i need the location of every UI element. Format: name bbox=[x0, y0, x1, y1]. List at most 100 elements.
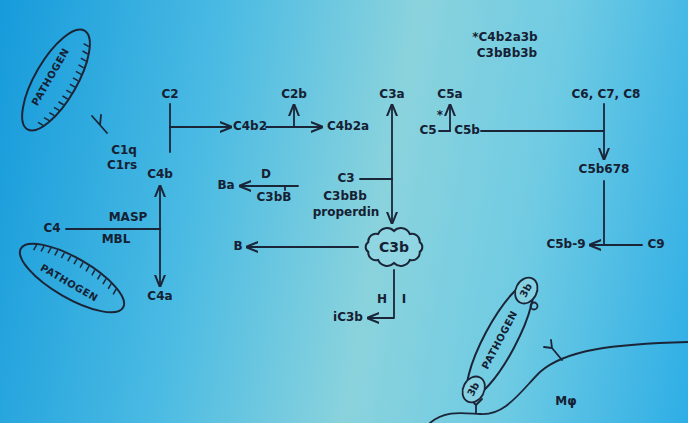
surface-antigen bbox=[81, 58, 86, 61]
surface-antigen bbox=[86, 266, 89, 271]
pathway-line bbox=[284, 186, 286, 190]
surface-antigen bbox=[84, 44, 89, 47]
component-label: C1rs bbox=[107, 159, 137, 173]
surface-antigen bbox=[74, 259, 77, 264]
complex-label: C3bB bbox=[257, 191, 292, 205]
shape-outline bbox=[7, 17, 106, 142]
pathway-arrow bbox=[603, 104, 605, 159]
convertase-note: *C4b2a3b bbox=[472, 31, 537, 45]
node-text-group: C3b bbox=[379, 239, 409, 255]
component-label: C1q bbox=[111, 144, 137, 158]
pathway-arrow bbox=[240, 185, 298, 187]
pathway-line bbox=[439, 130, 450, 132]
surface-antigen bbox=[63, 96, 68, 99]
node-text-group: PATHOGEN bbox=[38, 262, 100, 304]
factor-label: D bbox=[261, 168, 271, 182]
surface-antigen bbox=[97, 274, 100, 279]
component-label: C4b bbox=[147, 168, 173, 182]
blob-outline bbox=[511, 274, 542, 308]
surface-antigen bbox=[38, 122, 43, 125]
pathway-arrow bbox=[590, 244, 642, 246]
cloud-outline bbox=[366, 228, 423, 266]
component-label: C6, C7, C8 bbox=[572, 88, 641, 102]
complex-label: C5b-9 bbox=[546, 238, 585, 252]
surface-antigen bbox=[66, 90, 71, 93]
surface-antigen bbox=[41, 246, 44, 251]
component-label: C5b bbox=[454, 124, 480, 138]
pathway-line bbox=[66, 228, 160, 230]
c3b-cloud: C3b bbox=[362, 226, 426, 268]
component-label: C5a bbox=[437, 88, 462, 102]
surface-antigen bbox=[48, 248, 51, 253]
component-label: C2 bbox=[161, 88, 178, 102]
node-text: PATHOGEN bbox=[38, 262, 100, 304]
complex-label: C4b2a bbox=[327, 120, 369, 134]
pathway-line bbox=[360, 178, 392, 180]
note-mark: * bbox=[437, 109, 443, 123]
pathway-arrow bbox=[368, 270, 394, 318]
node-text-group: PATHOGEN bbox=[480, 309, 520, 371]
c3b-blob: 3b bbox=[456, 371, 491, 409]
surface-antigen bbox=[108, 284, 111, 289]
surface-antigen bbox=[73, 78, 78, 81]
pathway-arrow bbox=[170, 126, 231, 128]
surface-antigen bbox=[79, 65, 84, 68]
cell-outline bbox=[9, 20, 102, 140]
complex-label: C3bBb bbox=[323, 190, 366, 204]
cell-outline bbox=[11, 231, 133, 325]
factor-label: properdin bbox=[313, 206, 380, 220]
pathway-arrow bbox=[247, 246, 358, 248]
component-label: C3 bbox=[337, 172, 354, 186]
blob-outline bbox=[458, 373, 489, 407]
c3b-blob: 3b bbox=[509, 272, 544, 310]
surface-antigen bbox=[70, 84, 75, 87]
surface-antigen bbox=[103, 279, 106, 284]
surface-antigen bbox=[80, 262, 83, 267]
convertase-note: C3bBb3b bbox=[477, 47, 537, 61]
pathway-arrow bbox=[159, 186, 161, 229]
component-label: C2b bbox=[281, 88, 307, 102]
pathway-line bbox=[169, 104, 171, 152]
factor-label: B bbox=[233, 240, 242, 254]
pathway-arrow bbox=[391, 105, 393, 179]
surface-antigen bbox=[68, 256, 71, 261]
surface-antigen bbox=[49, 113, 54, 116]
factor-label: MBL bbox=[102, 233, 131, 247]
cell-label: Mφ bbox=[555, 395, 576, 409]
surface-antigen bbox=[92, 270, 95, 275]
complex-label: C4b2 bbox=[233, 120, 267, 134]
receptor-symbol bbox=[92, 115, 107, 133]
complex-label: C5b678 bbox=[579, 163, 630, 177]
surface-antigen bbox=[34, 245, 37, 250]
surface-antigen bbox=[54, 107, 59, 110]
node-text: C3b bbox=[379, 239, 409, 255]
surface-antigen bbox=[44, 118, 49, 121]
component-label: C9 bbox=[647, 238, 664, 252]
surface-antigen bbox=[61, 253, 64, 258]
macrophage-membrane bbox=[430, 342, 688, 423]
pathway-line bbox=[481, 130, 604, 132]
receptor-symbol bbox=[544, 340, 562, 360]
pathway-arrow bbox=[293, 105, 295, 127]
surface-antigen bbox=[58, 102, 63, 105]
factor-label: MASP bbox=[109, 211, 148, 225]
component-label: C4a bbox=[147, 290, 172, 304]
pathway-arrow bbox=[391, 179, 393, 223]
surface-antigen bbox=[83, 51, 88, 54]
component-label: C4 bbox=[43, 222, 60, 236]
factor-label: H bbox=[377, 293, 387, 307]
surface-antigen bbox=[76, 71, 81, 74]
component-label: iC3b bbox=[333, 311, 363, 325]
factor-label: I bbox=[402, 293, 406, 307]
pathway-arrow bbox=[159, 229, 161, 286]
component-label: C3a bbox=[379, 88, 404, 102]
surface-antigen bbox=[113, 289, 116, 294]
component-label: Ba bbox=[217, 179, 234, 193]
node-text: PATHOGEN bbox=[480, 309, 520, 371]
pathway-arrow bbox=[449, 105, 451, 131]
component-label: C5 bbox=[419, 124, 436, 138]
pathway-line bbox=[603, 181, 605, 245]
surface-antigen bbox=[55, 250, 58, 255]
